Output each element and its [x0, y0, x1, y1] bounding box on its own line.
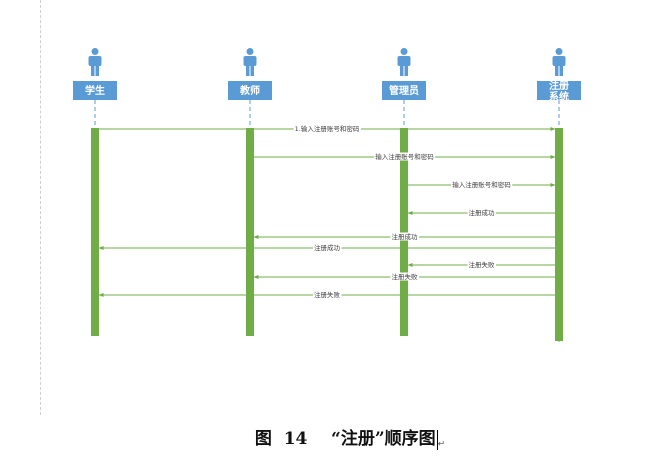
message-label: 输入注册账号和密码 [375, 152, 434, 161]
text-cursor [436, 429, 438, 450]
message-label-bg [467, 260, 496, 269]
caption-figure-number: 14 [283, 429, 308, 449]
message-label-bg [451, 180, 513, 189]
message-label: 注册成功 [392, 232, 419, 241]
message-label: 1.输入注册账号和密码 [295, 124, 360, 133]
activation-bar-teacher [246, 128, 254, 336]
message-label: 注册失败 [392, 272, 419, 281]
actor-box-admin [382, 81, 426, 100]
message-label: 注册失败 [469, 260, 496, 269]
actor-box-student [73, 81, 117, 100]
message-label-bg [467, 208, 496, 217]
activation-bar-system [555, 128, 563, 341]
actor-figure-icon [552, 48, 566, 76]
figure-caption: 图 14 “注册”顺序图↵ [0, 424, 660, 450]
message-label-bg [313, 243, 342, 252]
actor-label-student: 学生 [85, 84, 105, 97]
actor-label-admin: 管理员 [389, 84, 419, 97]
actor-figure-icon [397, 48, 411, 76]
caption-figure-label: 图 [254, 429, 272, 449]
sequence-diagram: 1.输入注册账号和密码输入注册账号和密码输入注册账号和密码注册成功注册成功注册成… [73, 48, 581, 343]
message-label: 注册成功 [314, 243, 341, 252]
page-margin-guide [40, 0, 41, 415]
message-label: 注册成功 [469, 208, 496, 217]
message-label-bg [374, 152, 436, 161]
activation-bar-admin [400, 128, 408, 336]
paragraph-mark-icon: ↵ [437, 439, 446, 450]
actor-label-teacher: 教师 [239, 84, 260, 97]
actor-figure-icon [243, 48, 257, 76]
message-label-bg [390, 232, 419, 241]
message-label-bg [313, 290, 342, 299]
activation-bar-student [91, 128, 99, 336]
actor-box-teacher [228, 81, 272, 100]
actor-figure-icon [88, 48, 102, 76]
actor-box-system [537, 81, 581, 100]
caption-title: “注册”顺序图 [331, 429, 436, 449]
message-label: 注册失败 [314, 290, 341, 299]
actor-label-system: 注册系统 [549, 79, 569, 103]
message-label-bg [293, 124, 361, 133]
message-label-bg [390, 272, 419, 281]
message-label: 输入注册账号和密码 [452, 180, 511, 189]
